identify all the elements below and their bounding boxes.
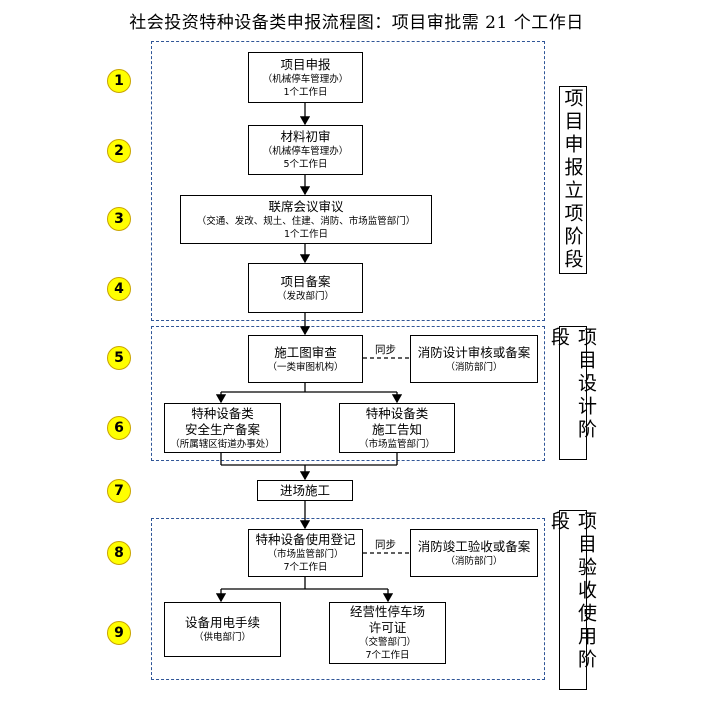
node-department: （供电部门） (193, 632, 251, 643)
node-department: （发改部门） (276, 290, 334, 302)
node-project-filing: 项目备案 （发改部门） (248, 263, 363, 313)
step-marker-7: 7 (107, 479, 131, 503)
sync-label: 同步 (375, 344, 396, 356)
phase-label-acceptance: 项目验收使用阶段 (548, 510, 597, 690)
node-duration: 7个工作日 (365, 650, 410, 661)
node-department: （所属辖区街道办事处） (170, 438, 275, 450)
node-start-construction: 进场施工 (257, 480, 353, 501)
node-title-line1: 经营性停车场 (349, 604, 425, 619)
phase-label-design: 项目设计阶段 (548, 326, 597, 460)
node-fire-acceptance: 消防竣工验收或备案 （消防部门） (410, 529, 538, 577)
node-title-line2: 安全生产备案 (184, 421, 260, 437)
step-marker-1: 1 (107, 69, 131, 93)
node-title-line2: 施工告知 (371, 421, 422, 437)
phase-label-application: 项目申报立项阶段 (559, 86, 587, 274)
phase-box-design (151, 326, 545, 461)
node-title: 联席会议审议 (268, 198, 344, 214)
node-fire-design-review: 消防设计审核或备案 （消防部门） (410, 335, 538, 383)
step-marker-6: 6 (107, 416, 131, 440)
node-title-line1: 特种设备类 (191, 405, 254, 421)
node-construction-notice: 特种设备类 施工告知 （市场监管部门） (339, 403, 455, 453)
node-duration: 7个工作日 (283, 562, 328, 573)
node-duration: 5个工作日 (283, 159, 328, 170)
node-project-application: 项目申报 （机械停车管理办） 1个工作日 (248, 52, 363, 103)
node-equipment-registration: 特种设备使用登记 （市场监管部门） 7个工作日 (248, 529, 363, 577)
phase-label-text: 项目申报立项阶段 (561, 88, 584, 272)
diagram-title: 社会投资特种设备类申报流程图：项目审批需 21 个工作日 (129, 13, 584, 33)
node-department: （一类审图机构） (267, 361, 344, 373)
node-department: （机械停车管理办） (262, 146, 349, 157)
node-department: （交警部门） (358, 637, 416, 648)
node-department: （消防部门） (445, 361, 503, 373)
node-power-procedures: 设备用电手续 （供电部门） (164, 602, 281, 657)
step-marker-3: 3 (107, 207, 131, 231)
step-marker-2: 2 (107, 139, 131, 163)
node-title: 项目备案 (280, 273, 331, 289)
node-department: （市场监管部门） (358, 438, 435, 450)
phase-box-acceptance (151, 518, 545, 680)
node-title: 消防竣工验收或备案 (417, 538, 531, 554)
node-title: 施工图审查 (274, 344, 337, 360)
node-drawing-review: 施工图审查 （一类审图机构） (248, 335, 363, 383)
phase-label-text: 项目设计阶段 (548, 327, 597, 442)
node-department: （交通、发改、规土、住建、消防、市场监管部门） (196, 215, 416, 227)
phase-label-text: 项目验收使用阶段 (548, 511, 597, 672)
node-safety-filing: 特种设备类 安全生产备案 （所属辖区街道办事处） (164, 403, 281, 453)
node-title: 设备用电手续 (184, 615, 260, 630)
step-marker-8: 8 (107, 541, 131, 565)
node-title: 特种设备使用登记 (255, 532, 356, 547)
node-department: （机械停车管理办） (262, 73, 349, 85)
phase-box-application (151, 41, 545, 321)
node-title: 进场施工 (279, 482, 330, 498)
step-marker-4: 4 (107, 277, 131, 301)
node-title-line1: 特种设备类 (365, 405, 429, 421)
node-duration: 1个工作日 (283, 228, 329, 240)
node-duration: 1个工作日 (283, 86, 328, 98)
step-marker-9: 9 (107, 621, 131, 645)
node-title: 材料初审 (280, 129, 331, 144)
node-title: 项目申报 (280, 56, 331, 72)
node-parking-permit: 经营性停车场 许可证 （交警部门） 7个工作日 (329, 602, 446, 664)
node-material-review: 材料初审 （机械停车管理办） 5个工作日 (248, 125, 363, 175)
step-marker-5: 5 (107, 346, 131, 370)
node-department: （市场监管部门） (267, 549, 344, 560)
sync-label: 同步 (375, 539, 396, 551)
node-joint-meeting: 联席会议审议 （交通、发改、规土、住建、消防、市场监管部门） 1个工作日 (180, 195, 432, 244)
node-title: 消防设计审核或备案 (417, 344, 531, 360)
node-department: （消防部门） (445, 555, 503, 567)
node-title-line2: 许可证 (368, 620, 407, 635)
